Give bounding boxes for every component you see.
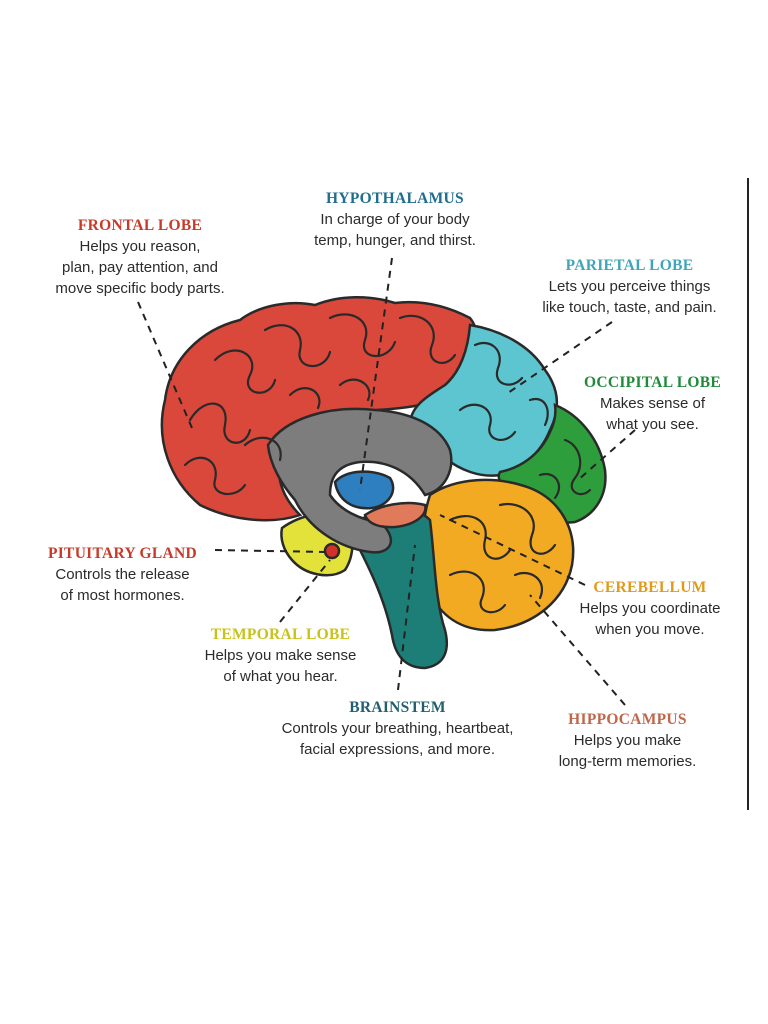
hippocampus-desc-2: long-term memories.	[558, 753, 697, 770]
hypothalamus-title: HYPOTHALAMUS	[326, 190, 464, 207]
hippocampus-leader	[529, 594, 626, 706]
corpus-callosum-region	[266, 407, 453, 554]
pituitary-gland-region	[323, 542, 341, 560]
hippocampus-desc-1: Helps you make	[573, 732, 682, 749]
cerebellum-leader	[439, 514, 586, 586]
hypothalamus-desc-2: temp, hunger, and thirst.	[314, 232, 476, 249]
pituitary-gland-desc-2: of most hormones.	[60, 587, 185, 604]
cerebellum-desc-1: Helps you coordinate	[579, 600, 721, 617]
temporal-lobe-desc-1: Helps you make sense	[204, 647, 357, 664]
parietal-lobe-label: PARIETAL LOBE Lets you perceive things l…	[522, 256, 737, 318]
frontal-lobe-desc-1: Helps you reason,	[79, 238, 201, 255]
parietal-lobe-desc-2: like touch, taste, and pain.	[542, 299, 717, 316]
occipital-lobe-label: OCCIPITAL LOBE Makes sense of what you s…	[570, 373, 735, 435]
thalamus-region	[333, 470, 395, 510]
hypothalamus-leader	[359, 257, 393, 491]
temporal-lobe-desc-2: of what you hear.	[223, 668, 338, 685]
occipital-lobe-title: OCCIPITAL LOBE	[584, 374, 721, 391]
hypothalamus-desc-1: In charge of your body	[320, 211, 470, 228]
occipital-lobe-desc-1: Makes sense of	[599, 395, 706, 412]
pituitary-gland-desc-1: Controls the release	[55, 566, 190, 583]
temporal-leader	[279, 559, 331, 623]
brainstem-leader	[397, 544, 416, 691]
brainstem-title: BRAINSTEM	[349, 699, 446, 716]
brain-folds	[183, 313, 592, 614]
leader-lines	[137, 257, 636, 706]
parietal-lobe-title: PARIETAL LOBE	[565, 257, 694, 274]
frontal-lobe-desc-2: plan, pay attention, and	[62, 259, 218, 276]
cerebellum-title: CEREBELLUM	[593, 579, 707, 596]
brainstem-label: BRAINSTEM Controls your breathing, heart…	[255, 698, 540, 760]
brainstem-desc-1: Controls your breathing, heartbeat,	[281, 720, 514, 737]
frontal-lobe-title: FRONTAL LOBE	[77, 217, 203, 234]
frontal-lobe-label: FRONTAL LOBE Helps you reason, plan, pay…	[30, 216, 250, 299]
parietal-leader	[504, 321, 613, 396]
vertical-divider	[747, 178, 749, 810]
parietal-lobe-desc-1: Lets you perceive things	[548, 278, 711, 295]
temporal-lobe-label: TEMPORAL LOBE Helps you make sense of wh…	[188, 625, 373, 687]
hippocampus-title: HIPPOCAMPUS	[568, 711, 687, 728]
hypothalamus-label: HYPOTHALAMUS In charge of your body temp…	[290, 189, 500, 251]
pituitary-gland-label: PITUITARY GLAND Controls the release of …	[30, 544, 215, 606]
temporal-lobe-title: TEMPORAL LOBE	[210, 626, 351, 643]
hippocampus-region	[363, 501, 427, 529]
occipital-lobe-desc-2: what you see.	[606, 416, 699, 433]
frontal-lobe-desc-3: move specific body parts.	[55, 280, 225, 297]
parietal-lobe-region	[408, 323, 559, 477]
brainstem-desc-2: facial expressions, and more.	[299, 741, 496, 758]
cerebellum-desc-2: when you move.	[595, 621, 705, 638]
cerebellum-label: CEREBELLUM Helps you coordinate when you…	[560, 578, 740, 640]
pituitary-leader	[214, 549, 326, 553]
cerebellum-region	[421, 478, 575, 632]
frontal-leader	[137, 301, 193, 429]
pituitary-gland-title: PITUITARY GLAND	[47, 545, 198, 562]
hippocampus-label: HIPPOCAMPUS Helps you make long-term mem…	[540, 710, 715, 772]
